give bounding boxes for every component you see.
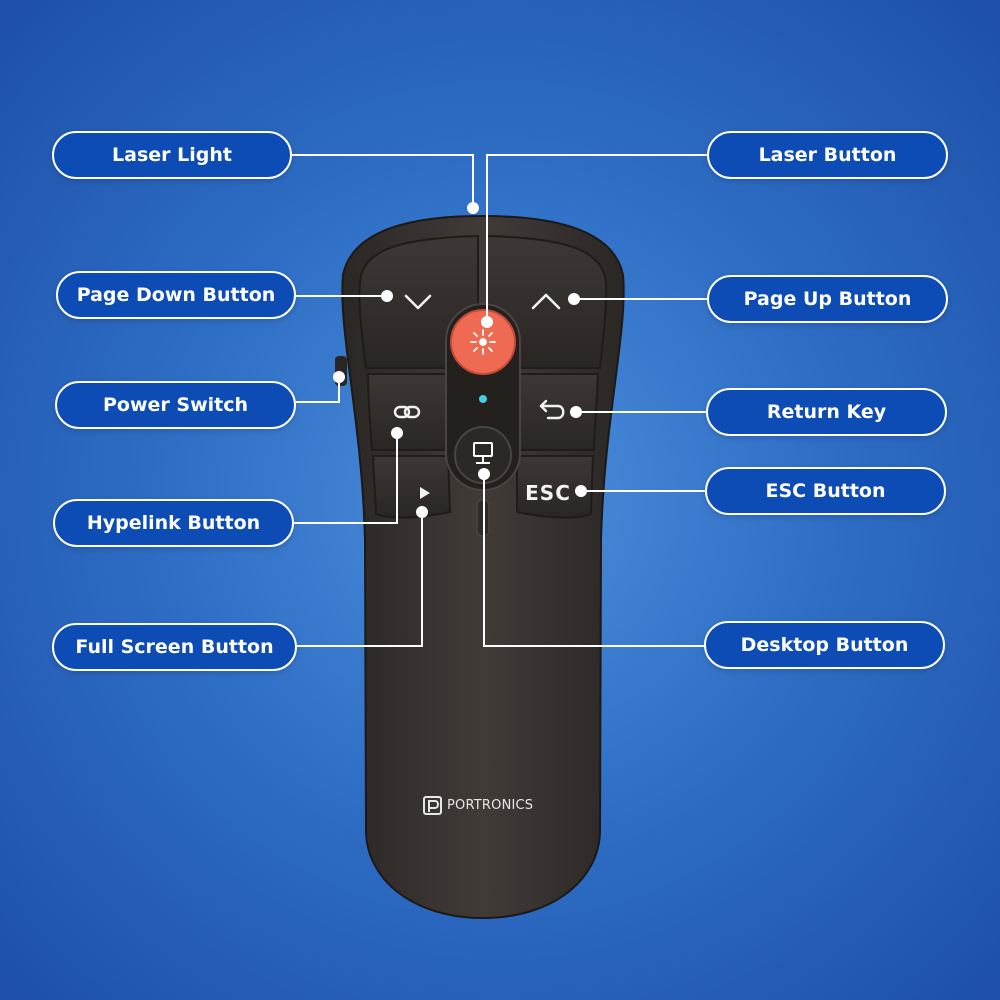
callout-power-switch: Power Switch (55, 381, 296, 429)
play-icon (420, 487, 430, 499)
desktop-icon (473, 442, 493, 464)
callout-laser-button: Laser Button (707, 131, 948, 179)
leader-full-screen (297, 512, 423, 647)
dot-desktop (478, 468, 490, 480)
dot-hyperlink (391, 427, 403, 439)
dot-esc (575, 485, 587, 497)
callout-page-up-button: Page Up Button (707, 275, 948, 323)
callout-esc-button: ESC Button (705, 467, 946, 515)
chevron-down-icon (404, 294, 432, 310)
callout-full-screen-button: Full Screen Button (52, 623, 297, 671)
leader-hyperlink (294, 433, 398, 524)
dot-page-up (568, 293, 580, 305)
leader-power-switch (296, 377, 340, 403)
dot-laser-button (481, 316, 493, 328)
brand-logo-spacer (424, 797, 441, 814)
dot-full-screen (416, 506, 428, 518)
chevron-up-icon (531, 293, 561, 310)
leader-laser-light (292, 154, 474, 208)
full-screen-key (371, 455, 452, 519)
brand-name: PORTRONICS (447, 797, 534, 813)
callout-hyperlink-button: Hypelink Button (53, 499, 294, 547)
callout-desktop-button: Desktop Button (704, 621, 945, 669)
dot-return-key (570, 406, 582, 418)
dot-page-down (381, 290, 393, 302)
portronics-logo-icon (423, 796, 442, 815)
link-icon (393, 405, 421, 419)
leader-desktop (483, 474, 705, 647)
callout-laser-light: Laser Light (52, 131, 292, 179)
leader-dots (333, 202, 587, 518)
return-key-plate (516, 373, 600, 451)
leader-laser-button (486, 154, 710, 322)
dot-laser-light (467, 202, 479, 214)
return-icon (539, 399, 565, 420)
esc-key-label: ESC (525, 481, 571, 505)
laser-icon (470, 329, 496, 355)
status-led (479, 395, 487, 403)
dot-power-switch (333, 371, 345, 383)
esc-key-plate (516, 455, 595, 519)
callout-page-down-button: Page Down Button (56, 271, 296, 319)
callout-return-key: Return Key (706, 388, 947, 436)
brand-logo: PORTRONICS (424, 793, 533, 817)
leader-lines (292, 154, 710, 647)
